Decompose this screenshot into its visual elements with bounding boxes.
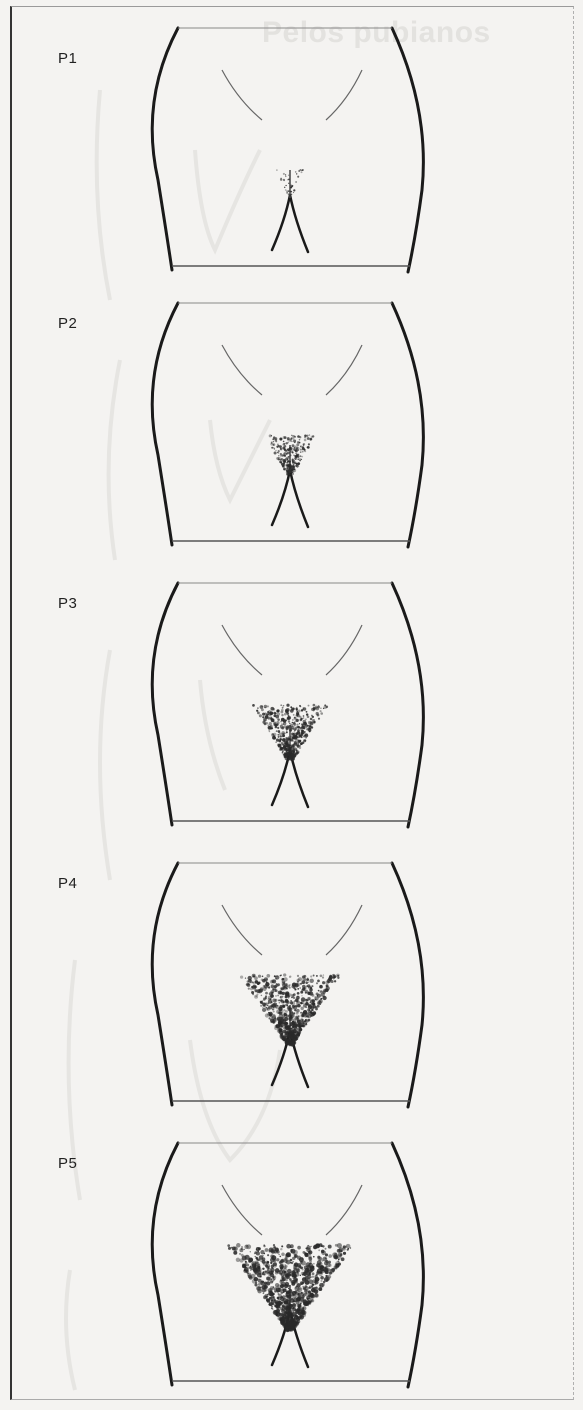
hip-outline-figure [0, 295, 583, 555]
hip-outline-figure [0, 20, 583, 280]
right-inguinal-crease [326, 70, 362, 120]
stage-panel-p2: P2 [0, 295, 583, 555]
stage-panel-p1: P1 [0, 20, 583, 280]
right-hip-contour [392, 28, 423, 272]
stage-panel-p3: P3 [0, 575, 583, 835]
left-hip-contour [152, 1143, 178, 1385]
right-hip-contour [392, 863, 423, 1107]
stage-panel-p4: P4 [0, 855, 583, 1115]
right-hip-contour [392, 303, 423, 547]
stage-panel-p5: P5 [0, 1135, 583, 1395]
right-inguinal-crease [326, 1185, 362, 1235]
left-hip-contour [152, 583, 178, 825]
left-inguinal-crease [222, 70, 262, 120]
pubic-hair-shading [240, 973, 340, 1046]
genital-outline [272, 195, 308, 252]
left-inguinal-crease [222, 345, 262, 395]
right-inguinal-crease [326, 345, 362, 395]
left-hip-contour [152, 863, 178, 1105]
right-inguinal-crease [326, 625, 362, 675]
right-hip-contour [392, 1143, 423, 1387]
left-hip-contour [152, 28, 178, 270]
hip-outline-figure [0, 1135, 583, 1395]
left-inguinal-crease [222, 625, 262, 675]
pubic-hair-shading [269, 434, 315, 475]
hip-outline-figure [0, 855, 583, 1115]
hip-outline-figure [0, 575, 583, 835]
genital-outline [272, 470, 308, 527]
left-inguinal-crease [222, 905, 262, 955]
left-inguinal-crease [222, 1185, 262, 1235]
left-hip-contour [152, 303, 178, 545]
right-inguinal-crease [326, 905, 362, 955]
right-hip-contour [392, 583, 423, 827]
